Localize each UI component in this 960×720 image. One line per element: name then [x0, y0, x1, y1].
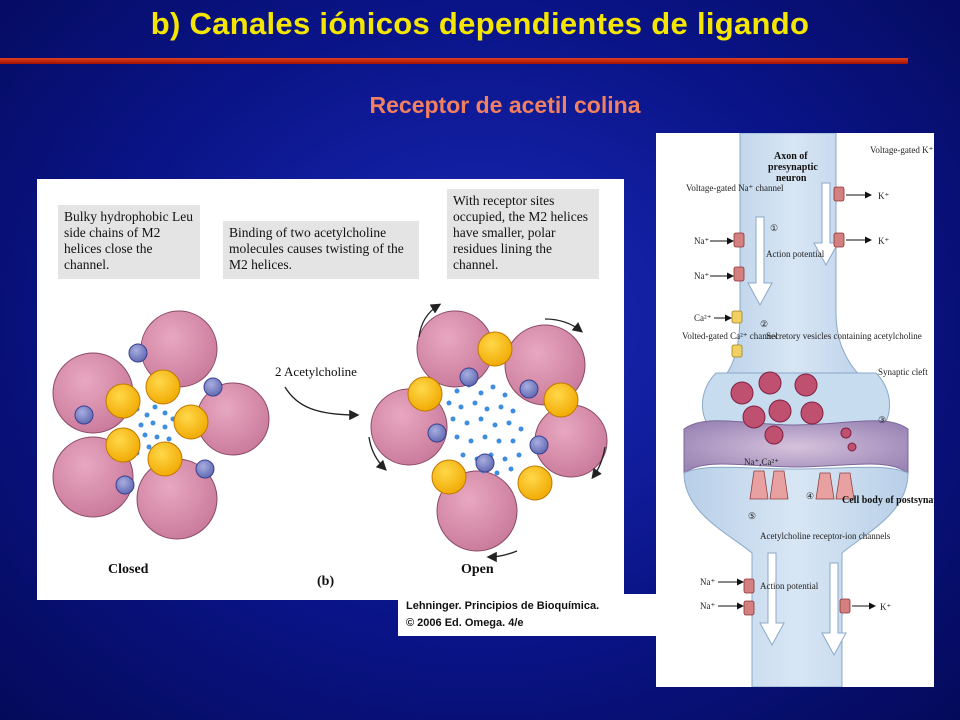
k-ion-label: K⁺: [880, 602, 891, 612]
action-potential-arrow: [747, 216, 773, 307]
transition-arrow: [284, 386, 360, 421]
calcium-channels: [731, 310, 743, 358]
polar-residue: [519, 379, 539, 399]
action-potential-arrow: [813, 182, 839, 267]
closed-receptor: [52, 310, 270, 540]
leu-side-chain: [105, 383, 141, 419]
caption-closed-explanation: Bulky hydrophobic Leu side chains of M2 …: [58, 205, 200, 279]
leu-side-chain: [477, 331, 513, 367]
polar-residue: [203, 377, 223, 397]
leu-side-chain: [105, 427, 141, 463]
open-receptor: [368, 303, 608, 563]
title-rule: [0, 58, 908, 64]
polar-residue: [115, 475, 135, 495]
k-ion-label: K⁺: [878, 191, 889, 201]
source-credit: Lehninger. Principios de Bioquímica. © 2…: [398, 594, 656, 636]
step-5: ⑤: [748, 511, 756, 521]
action-potential-arrow: [759, 552, 785, 647]
na-ion-label: Na⁺: [694, 236, 709, 246]
step-3: ③: [878, 415, 886, 425]
k-ion-label: K⁺: [878, 236, 889, 246]
leu-side-chain: [431, 459, 467, 495]
slide-title: b) Canales iónicos dependientes de ligan…: [150, 6, 810, 41]
caption-open-explanation: With receptor sites occupied, the M2 hel…: [447, 189, 599, 279]
leu-side-chain: [147, 441, 183, 477]
step-4: ④: [806, 491, 814, 501]
na-ion-label: Na⁺: [700, 601, 715, 611]
step-2: ②: [760, 319, 768, 329]
leu-side-chain: [407, 376, 443, 412]
receptor-label: Acetylcholine receptor-ion channels: [760, 531, 891, 541]
leu-side-chain: [145, 369, 181, 405]
synaptic-cleft-label: Synaptic cleft: [878, 367, 928, 377]
rotation-arrow: [368, 436, 387, 471]
caption-binding-explanation: Binding of two acetylcholine molecules c…: [223, 221, 419, 279]
rotation-arrow: [486, 550, 518, 563]
receptor-figure-panel: Bulky hydrophobic Leu side chains of M2 …: [37, 179, 624, 600]
polar-residue: [475, 453, 495, 473]
open-label: Open: [461, 562, 494, 577]
vg-k-channel-label: Voltage-gated K⁺ channel: [870, 145, 934, 155]
receptor-diagram: 2 Acetylcholine: [52, 303, 608, 589]
rotation-arrow: [544, 318, 584, 333]
polar-residue: [74, 405, 94, 425]
polar-residue: [427, 423, 447, 443]
ca-ion-label: Ca²⁺: [694, 313, 712, 323]
synaptic-membranes: [683, 420, 909, 474]
postsynaptic-neuron: [683, 466, 909, 687]
credit-line-1: Lehninger. Principios de Bioquímica.: [406, 600, 600, 612]
polar-residue: [459, 367, 479, 387]
vesicles-label: Secretory vesicles containing acetylchol…: [766, 331, 922, 341]
credit-line-2: © 2006 Ed. Omega. 4/e: [406, 617, 524, 629]
rotation-arrow: [591, 446, 606, 480]
leu-side-chain: [517, 465, 553, 501]
vg-na-channel-label: Voltage-gated Na⁺ channel: [686, 183, 784, 193]
leu-side-chain: [173, 404, 209, 440]
vg-ca-channel-label: Volted-gated Ca²⁺ channel: [682, 331, 778, 341]
acetylcholine-arrow-label: 2 Acetylcholine: [275, 364, 357, 379]
cell-body-label: Cell body of postsynaptic neuron: [842, 495, 934, 506]
action-potential-top-label: Action potential: [766, 249, 825, 259]
ion-label: Na⁺,Ca²⁺: [744, 457, 779, 467]
ion-channels: [733, 186, 851, 616]
polar-residue: [128, 343, 148, 363]
closed-label: Closed: [108, 562, 149, 577]
action-potential-arrow: [821, 562, 847, 657]
secretory-vesicles: [730, 371, 857, 452]
panel-label: (b): [317, 574, 334, 589]
action-potential-bottom-label: Action potential: [760, 581, 819, 591]
acetylcholine-receptors: [749, 470, 855, 500]
slide-subtitle: Receptor de acetil colina: [369, 92, 641, 118]
rotation-arrow: [418, 303, 442, 338]
na-ion-label: Na⁺: [700, 577, 715, 587]
na-ion-label: Na⁺: [694, 271, 709, 281]
leu-side-chain: [543, 382, 579, 418]
polar-residue: [195, 459, 215, 479]
polar-residue: [529, 435, 549, 455]
step-1: ①: [770, 223, 778, 233]
